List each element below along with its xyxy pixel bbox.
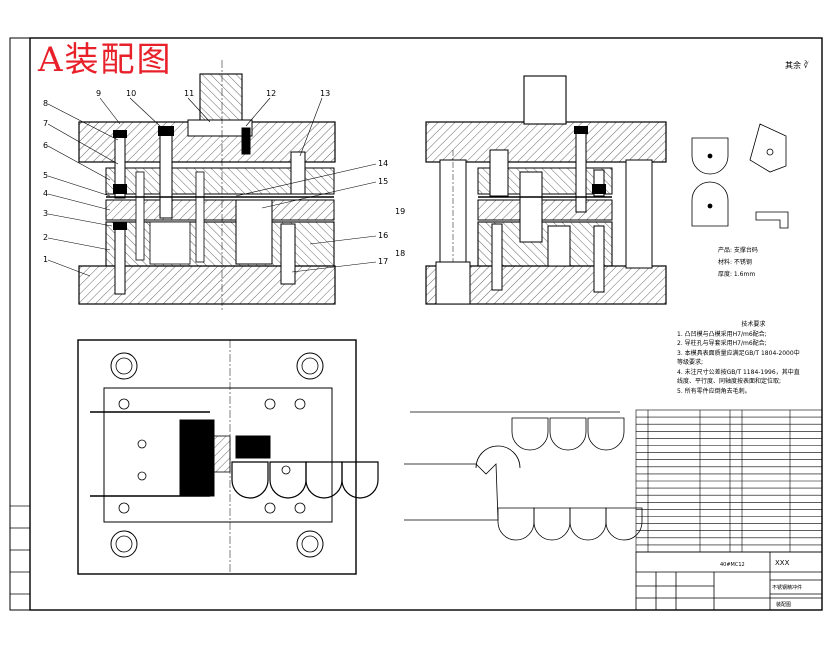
front-section-view (78, 60, 336, 310)
side-section-view (425, 75, 667, 305)
product-material: 材料: 不锈钢 (718, 259, 752, 266)
svg-text:14: 14 (378, 159, 388, 168)
plan-view (77, 339, 379, 575)
title-block (635, 551, 823, 611)
product-name: 产品: 支撑台码 (718, 247, 758, 254)
svg-text:11: 11 (184, 89, 194, 98)
svg-text:16: 16 (378, 231, 388, 240)
drawing-type: 装配图 (776, 601, 791, 608)
strip-layout (404, 411, 643, 541)
callouts-front (47, 97, 377, 277)
svg-text:12: 12 (266, 89, 276, 98)
svg-text:10: 10 (126, 89, 136, 98)
product-info: 产品: 支撑台码 材料: 不锈钢 厚度: 1.6mm (718, 245, 758, 281)
svg-text:18: 18 (395, 249, 405, 258)
product-thickness: 厚度: 1.6mm (718, 271, 756, 278)
tech-line: 等级要求; (677, 359, 704, 366)
inner-border (29, 37, 823, 611)
bill-of-materials (635, 409, 823, 553)
tech-line: 4. 未注尺寸公差按GB/T 1184-1996，其中直 (677, 368, 800, 376)
tech-line: 线度、平行度、同轴度按表面和定位取; (677, 378, 782, 385)
tech-heading: 技术要求 (741, 321, 766, 328)
roughness-note: 其余 ∛ (785, 61, 809, 70)
svg-text:8: 8 (43, 99, 48, 108)
drawing-title: A装配图 (38, 40, 173, 80)
svg-text:6: 6 (43, 141, 48, 150)
part-views (691, 123, 789, 229)
svg-text:3: 3 (43, 209, 48, 218)
svg-text:19: 19 (395, 207, 405, 216)
drawing-code: 40#MC12 (720, 562, 745, 568)
svg-text:15: 15 (378, 177, 388, 186)
svg-text:13: 13 (320, 89, 330, 98)
tech-line: 1. 凸凹模与凸模采用H7/m6配合; (677, 330, 767, 338)
callout-labels-front: 8 7 6 5 4 3 2 1 9 10 11 12 13 14 15 16 1… (43, 89, 405, 266)
svg-text:1: 1 (43, 255, 48, 264)
svg-text:9: 9 (96, 89, 101, 98)
side-stamp-column (9, 505, 31, 611)
tech-line: 5. 所有零件应倒角去毛刺。 (677, 387, 751, 395)
svg-text:2: 2 (43, 233, 48, 242)
company-name: XXX (775, 559, 790, 567)
svg-text:4: 4 (43, 189, 48, 198)
drawing-name: 不锈钢精冲件 (772, 584, 802, 591)
tech-line: 3. 本模具表面质量应满足GB/T 1804-2000中 (677, 349, 800, 357)
technical-requirements: 技术要求 1. 凸凹模与凸模采用H7/m6配合; 2. 导柱孔与导套采用H7/m… (677, 320, 800, 396)
tech-line: 2. 导柱孔与导套采用H7/m6配合; (677, 340, 767, 347)
svg-text:5: 5 (43, 171, 48, 180)
svg-text:7: 7 (43, 119, 48, 128)
svg-text:17: 17 (378, 257, 388, 266)
